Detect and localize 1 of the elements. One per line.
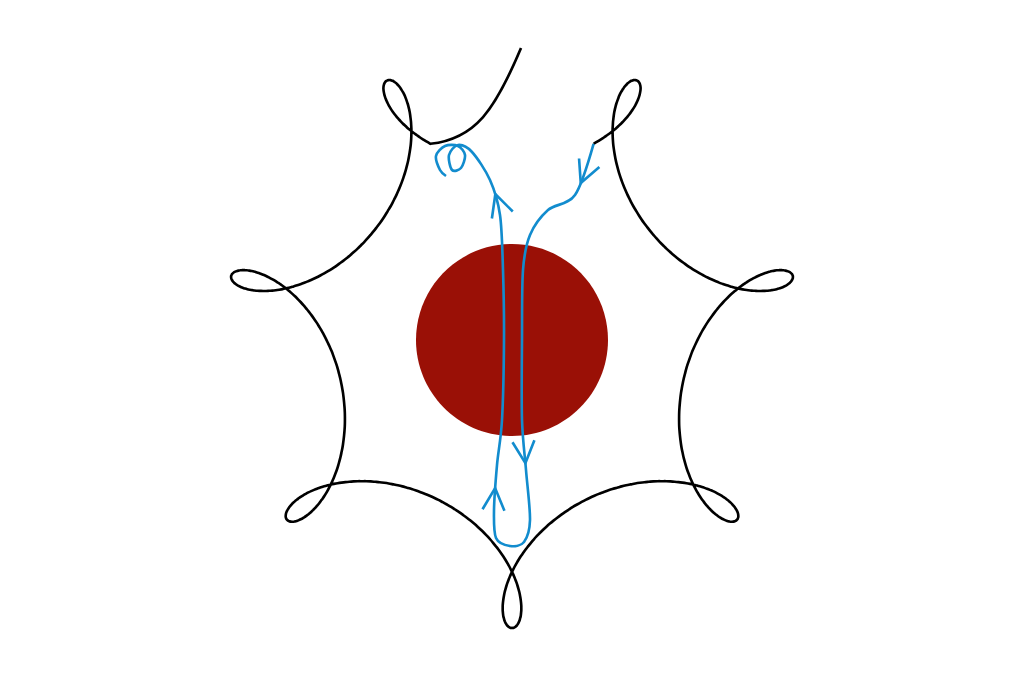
filled-circle: [416, 244, 608, 436]
